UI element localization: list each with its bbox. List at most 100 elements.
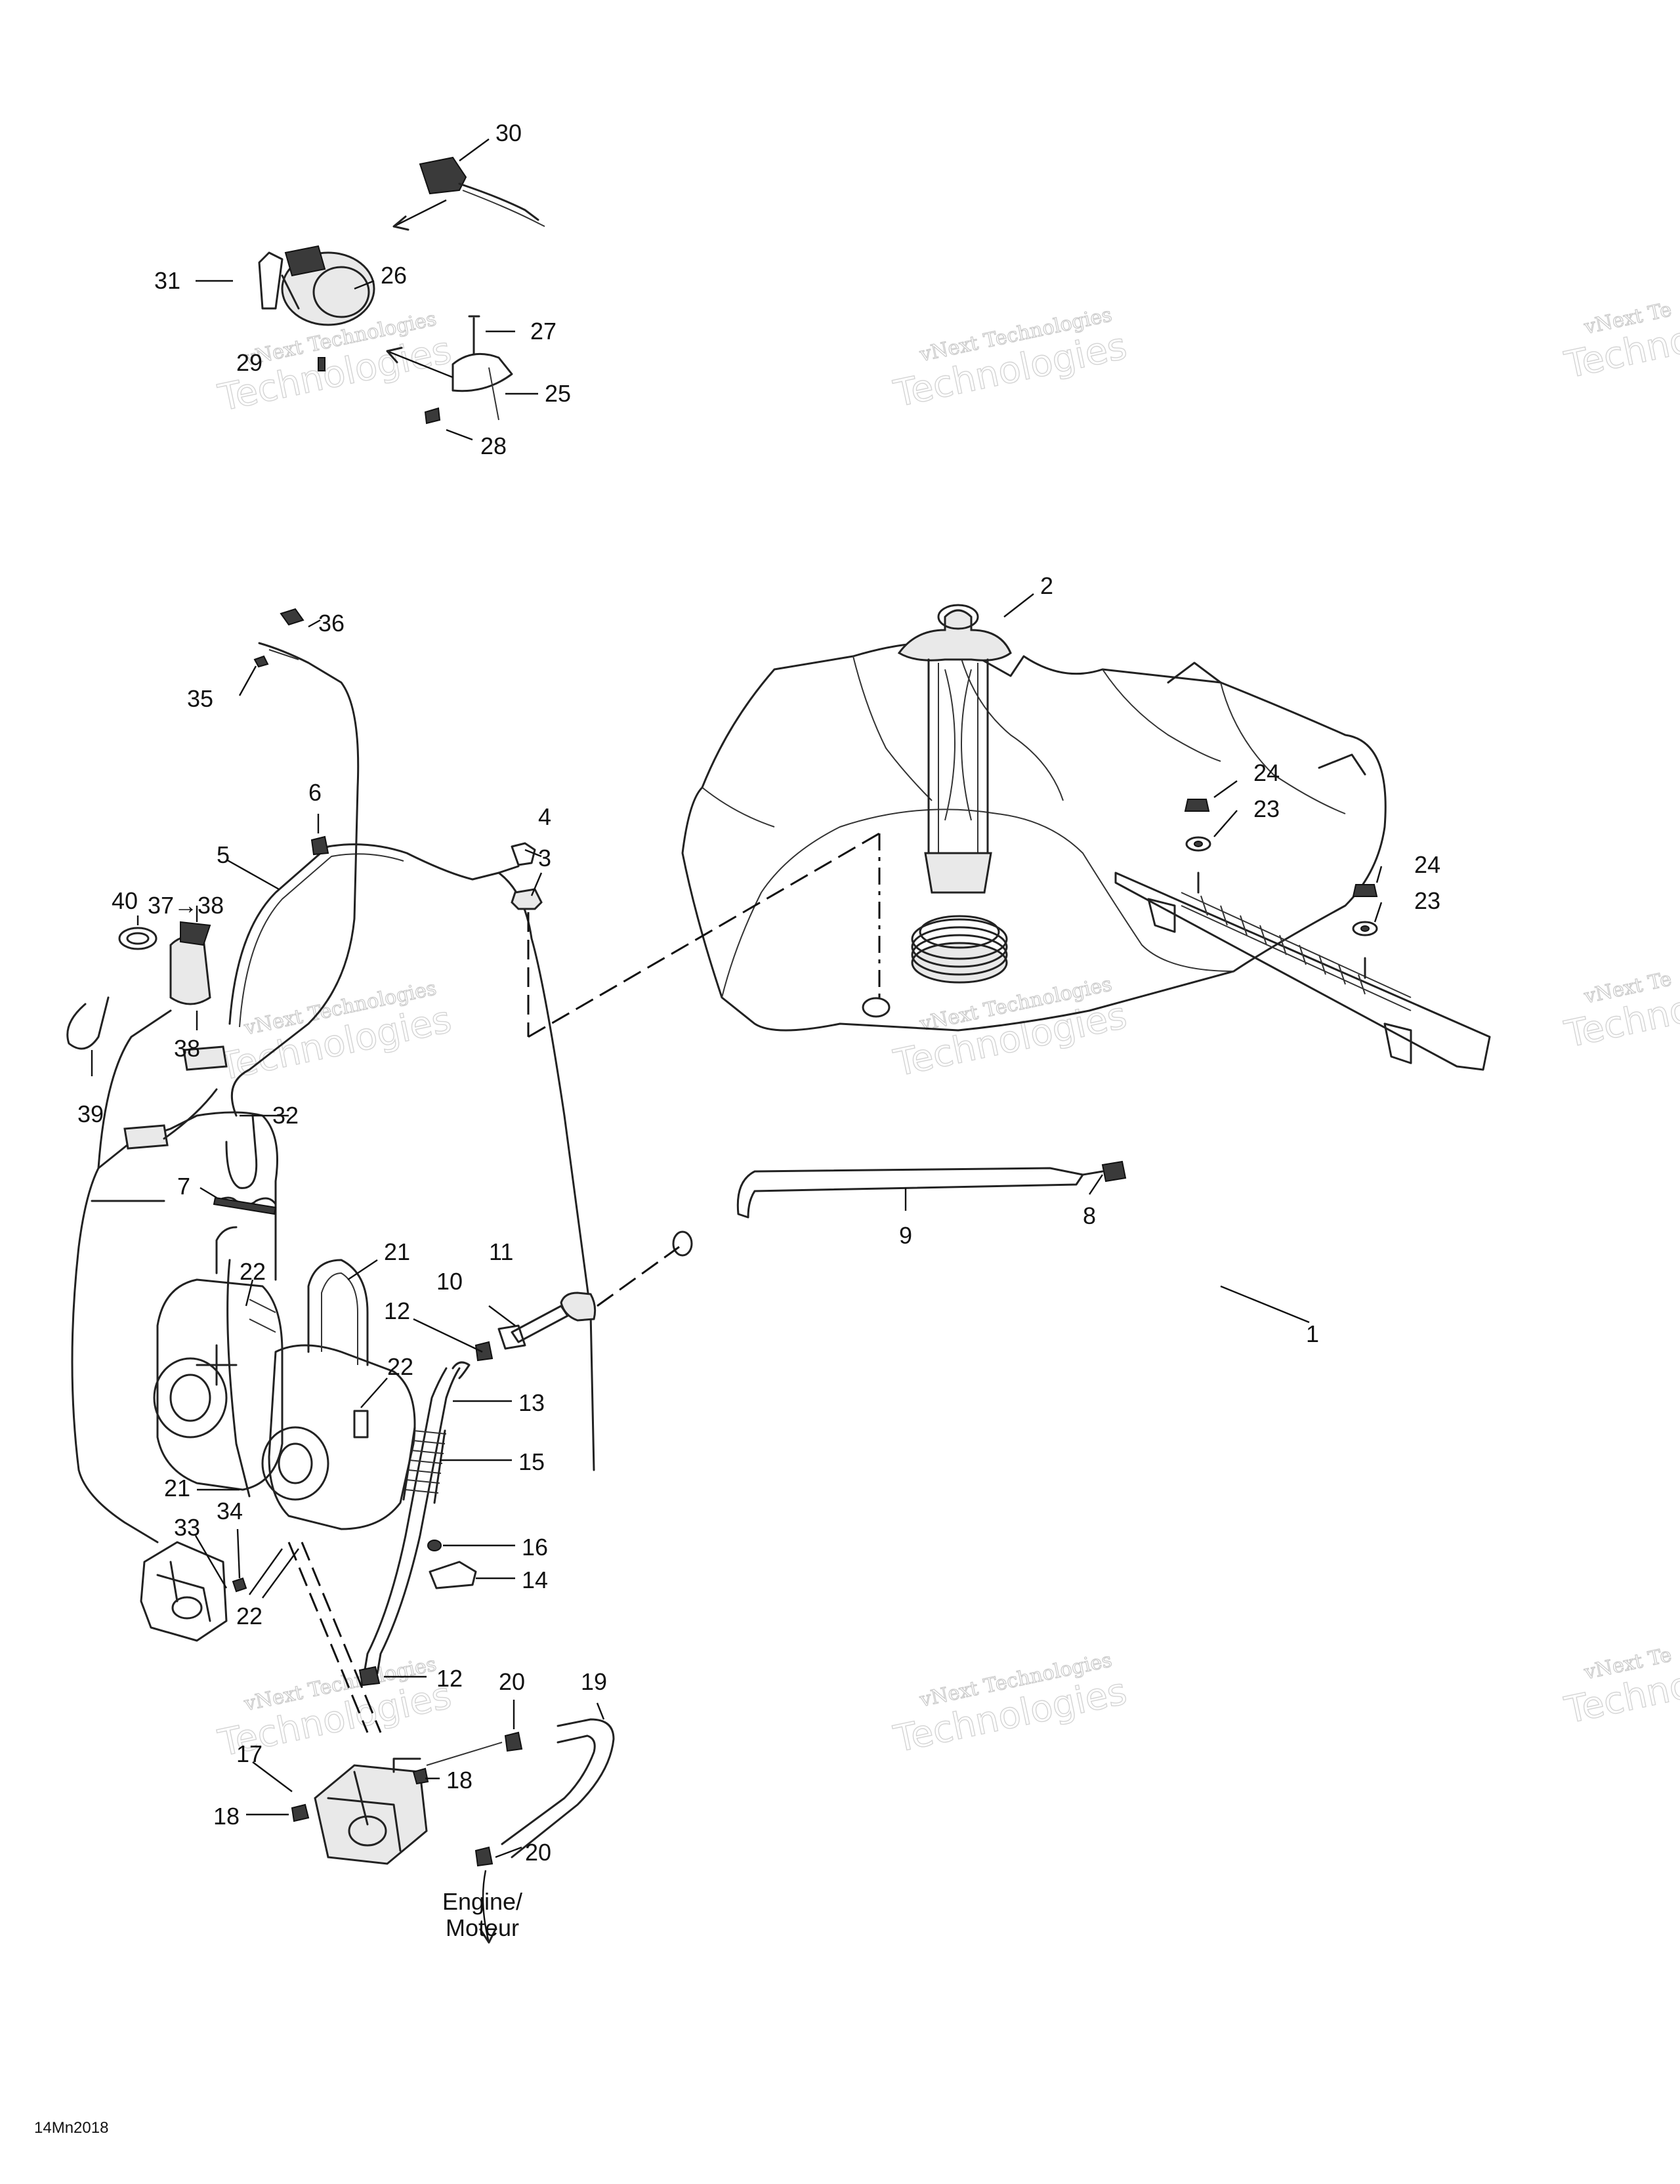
fitting-part-10 [511, 1305, 569, 1343]
callout-25: 25 [545, 380, 571, 407]
callout-30: 30 [495, 119, 522, 146]
callout-8: 8 [1083, 1202, 1096, 1229]
callout-33: 33 [174, 1514, 200, 1541]
callout-20: 20 [499, 1668, 525, 1695]
callout-10: 10 [436, 1268, 463, 1295]
callout-12: 12 [384, 1297, 410, 1324]
wiring-harness [66, 921, 278, 1544]
callout-18: 18 [213, 1803, 240, 1830]
arrow-shaft [393, 199, 447, 228]
connector-block-part-32 [182, 1045, 228, 1071]
screw-part-29 [318, 357, 326, 371]
callout-29: 29 [236, 349, 262, 376]
vent-fitting-part-4 [511, 842, 536, 866]
clamp-part-12 [474, 1341, 494, 1362]
callout-22: 22 [240, 1258, 266, 1285]
arrow-head [386, 346, 403, 364]
watermark: vNext Technologies Technologies [890, 1648, 1131, 1762]
callout-13: 13 [518, 1389, 545, 1416]
watermark: vNext Te Technolo [1561, 967, 1680, 1057]
watermark: vNext Technologies Technologies [890, 303, 1131, 417]
clip-part-35 [253, 655, 269, 668]
spring-sleeve-part-15 [402, 1426, 447, 1504]
callout-6: 6 [308, 779, 322, 806]
callout-23: 23 [1414, 887, 1440, 914]
callout-35: 35 [187, 685, 213, 712]
callout-22: 22 [387, 1353, 413, 1380]
connector-block-part-32 [123, 1124, 169, 1150]
fuel-pump-detail-assembly [258, 156, 545, 425]
callout-32: 32 [272, 1102, 299, 1129]
fuel-outlet-parts [358, 1292, 597, 1687]
callout-23: 23 [1253, 795, 1280, 822]
bracket-part-14 [429, 1561, 477, 1589]
screw-part-18 [291, 1803, 310, 1822]
mounting-plate [1114, 799, 1491, 1071]
grommet-part-3 [511, 888, 543, 910]
hose-part-19 [426, 1718, 615, 1867]
clamp-part-20 [504, 1731, 523, 1752]
callout-22: 22 [236, 1603, 262, 1629]
arrow-to-engine [482, 1870, 490, 1943]
callout-26: 26 [381, 262, 407, 289]
carburetor-assembly [153, 1226, 416, 1530]
callout-24: 24 [1253, 759, 1280, 786]
sensor-part-38 [169, 935, 211, 1005]
engine-caption-line2: Moteur [446, 1914, 519, 1941]
callout-3: 3 [538, 845, 551, 872]
callout-28: 28 [480, 432, 507, 459]
nut-part-24 [1352, 884, 1378, 897]
callout-14: 14 [522, 1566, 548, 1593]
pump-part-33 [140, 1541, 247, 1642]
leader-lines [91, 138, 1383, 1858]
nut-part-24 [1184, 799, 1210, 812]
clamp-part-12 [358, 1666, 381, 1687]
arrow-shaft [387, 350, 453, 379]
arrow-head [479, 1928, 497, 1944]
washer-part-23 [1352, 921, 1378, 936]
callout-31: 31 [154, 267, 180, 294]
callout-38: 38 [174, 1035, 200, 1062]
callout-17: 17 [236, 1740, 262, 1767]
watermark: vNext Te Technolo [1561, 1643, 1680, 1733]
callout-15: 15 [518, 1448, 545, 1475]
callout-2: 2 [1040, 572, 1053, 599]
washer-part-23 [1185, 836, 1211, 852]
callout-27: 27 [530, 318, 556, 345]
fuel-gauge-part-2 [897, 604, 1012, 894]
fuel-pickup-parts-8-9 [736, 1160, 1127, 1219]
screw-part-28 [424, 407, 441, 425]
vent-line-part-5 [228, 843, 595, 1471]
fuel-tank-part-1 [672, 642, 1387, 1257]
callout-12: 12 [436, 1665, 463, 1692]
callout-1: 1 [1306, 1320, 1319, 1347]
callout-4: 4 [538, 803, 551, 830]
engine-caption-line1: Engine/ [442, 1888, 522, 1915]
callout-9: 9 [899, 1222, 912, 1249]
callout-19: 19 [581, 1668, 607, 1695]
drawing-code: 14Mn2018 [34, 2119, 108, 2137]
clip-part-34 [232, 1577, 247, 1593]
clip-part-16 [427, 1540, 442, 1551]
callout-11: 11 [489, 1238, 513, 1265]
assembly-lines [287, 832, 881, 1733]
callout-20: 20 [525, 1839, 551, 1866]
callout-36: 36 [318, 610, 345, 637]
watermark: vNext Te Technolo [1561, 298, 1680, 388]
callout-5: 5 [217, 841, 230, 868]
callout-21: 21 [384, 1238, 410, 1265]
callout-24: 24 [1414, 851, 1440, 878]
connector-part-30 [419, 156, 545, 227]
cable-tie-part-39 [66, 996, 110, 1050]
callout-18: 18 [446, 1767, 472, 1794]
arrow-head [392, 215, 410, 231]
callout-37-38: 37→38 [148, 892, 224, 919]
clamp-part-20 [474, 1846, 494, 1867]
callout-21: 21 [164, 1475, 190, 1502]
callout-7: 7 [177, 1173, 190, 1200]
fuel-pump-part-17 [291, 1757, 429, 1865]
callout-39: 39 [77, 1101, 104, 1127]
callout-40: 40 [112, 887, 138, 914]
clamp-wire [488, 367, 499, 421]
